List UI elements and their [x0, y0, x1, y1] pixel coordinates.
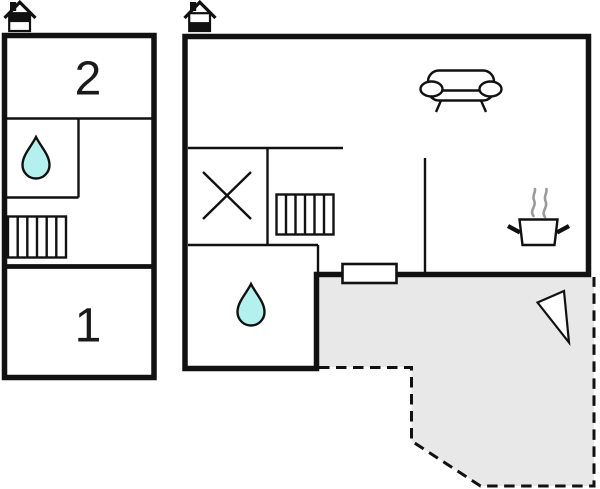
staircase-icon — [275, 193, 335, 236]
room-label-1: 1 — [75, 300, 102, 353]
x-mark — [202, 171, 252, 220]
right-unit-outer-walls — [182, 33, 592, 372]
stove-icon — [506, 187, 571, 247]
right-unit — [182, 0, 592, 372]
floor-indicator-upper-icon — [3, 0, 37, 33]
terrace-area — [319, 277, 594, 486]
water-drop-icon — [21, 134, 51, 180]
floor-indicator-ground-icon — [183, 0, 217, 33]
north-arrow-icon — [535, 289, 571, 347]
terrace-dashed-edge — [319, 277, 596, 488]
water-drop-icon — [236, 281, 266, 327]
sofa-icon — [419, 69, 503, 113]
staircase-icon — [6, 215, 68, 259]
window-symbol — [341, 262, 398, 285]
left-unit-outer-walls — [1, 32, 157, 381]
room-label-2: 2 — [75, 53, 102, 106]
left-unit: 2 1 — [1, 0, 157, 381]
